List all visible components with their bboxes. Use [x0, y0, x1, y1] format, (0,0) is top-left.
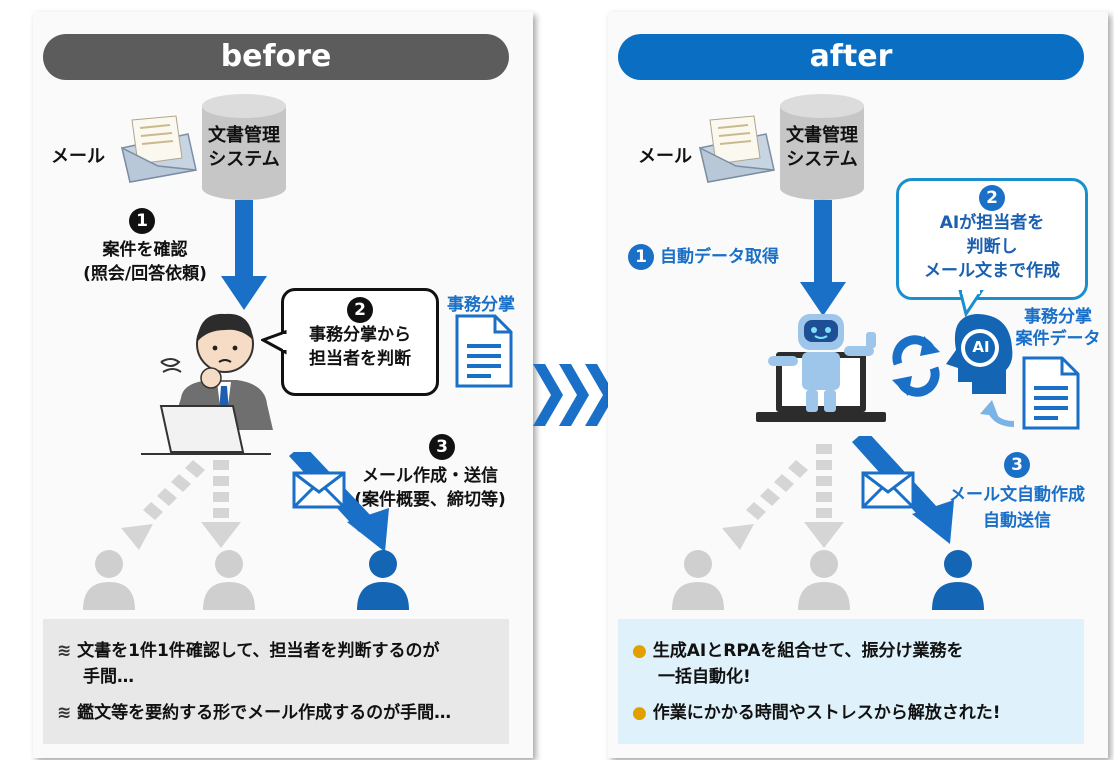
database-cylinder-icon: [780, 94, 864, 200]
person-blue-icon: [357, 550, 409, 610]
after-panel: after メール 文書管理 システム 1 自動データ取得 2 AIが担当者を …: [608, 12, 1108, 758]
step1-number: 1: [129, 208, 155, 234]
mail-label: メール: [638, 146, 692, 167]
step1-number: 1: [628, 244, 654, 270]
envelope-icon: [120, 115, 197, 183]
footer-line-1: ≋ 文書を1件1件確認して、担当者を判断するのが: [57, 641, 440, 661]
bubble-tail: [958, 290, 984, 318]
docsys-label: 文書管理 システム: [208, 125, 280, 170]
after-footer: ● 生成AIとRPAを組合せて、振分け業務を 一括自動化! ● 作業にかかる時間…: [618, 619, 1084, 744]
distribution-arrows: [121, 452, 389, 552]
mail-envelope-icon: [861, 471, 915, 509]
before-panel: before メール 文書管理 システム 1 案件を確認 (照会/回答依頼) 2…: [33, 12, 533, 758]
robot-laptop-illustration: [756, 314, 886, 422]
sync-arrows-icon: [892, 335, 940, 397]
footer-line-2: ● 作業にかかる時間やストレスから解放された!: [632, 703, 1001, 723]
step2-bubble: 2 事務分掌から 担当者を判断: [281, 288, 439, 396]
mail-label: メール: [51, 146, 105, 167]
down-arrow-icon: [221, 200, 267, 310]
step2-number: 2: [979, 185, 1005, 211]
document-icon: [455, 314, 513, 388]
step3-text: メール文自動作成 自動送信: [949, 485, 1085, 531]
person-gray-icon: [83, 550, 135, 610]
step1-text: 自動データ取得: [660, 247, 779, 267]
bubble-tail: [261, 330, 287, 355]
footer-line-1b: 一括自動化!: [658, 667, 751, 687]
person-gray-icon: [203, 550, 255, 610]
lightbulb-icon: ●: [632, 703, 647, 723]
ai-head-icon: [946, 314, 1013, 394]
worker-illustration: [141, 313, 273, 455]
footer-line-1: ● 生成AIとRPAを組合せて、振分け業務を: [632, 641, 964, 661]
data-label: 事務分掌 案件データ: [1015, 307, 1101, 349]
chevron-right-icon: [533, 364, 615, 426]
tornado-icon: ≋: [57, 641, 72, 661]
step3-number: 3: [1004, 452, 1030, 478]
footer-line-1b: 手間…: [83, 667, 134, 687]
docsys-label: 文書管理 システム: [786, 125, 858, 170]
person-gray-icon: [798, 550, 850, 610]
person-blue-icon: [932, 550, 984, 610]
ai-badge: AI: [972, 338, 990, 356]
step2-number: 2: [347, 297, 373, 323]
step2-bubble: 2 AIが担当者を 判断し メール文まで作成: [896, 178, 1088, 300]
down-arrow-icon: [800, 200, 846, 316]
before-header: before: [43, 34, 509, 80]
tornado-icon: ≋: [57, 703, 72, 723]
step3-text: メール作成・送信 (案件概要、締切等): [354, 466, 506, 510]
database-cylinder-icon: [202, 94, 286, 200]
jimu-label: 事務分掌: [447, 295, 515, 315]
step3-number: 3: [429, 434, 455, 460]
before-footer: ≋ 文書を1件1件確認して、担当者を判断するのが 手間… ≋ 鑑文等を要約する形…: [43, 619, 509, 744]
distribution-arrows: [722, 436, 954, 550]
document-icon: [1022, 356, 1080, 430]
envelope-icon: [698, 115, 775, 183]
person-gray-icon: [672, 550, 724, 610]
after-header: after: [618, 34, 1084, 80]
mail-envelope-icon: [292, 471, 346, 509]
curved-arrow-icon: [980, 400, 1015, 427]
step1-text: 案件を確認 (照会/回答依頼): [83, 240, 207, 284]
footer-line-2: ≋ 鑑文等を要約する形でメール作成するのが手間…: [57, 703, 452, 723]
lightbulb-icon: ●: [632, 641, 647, 661]
